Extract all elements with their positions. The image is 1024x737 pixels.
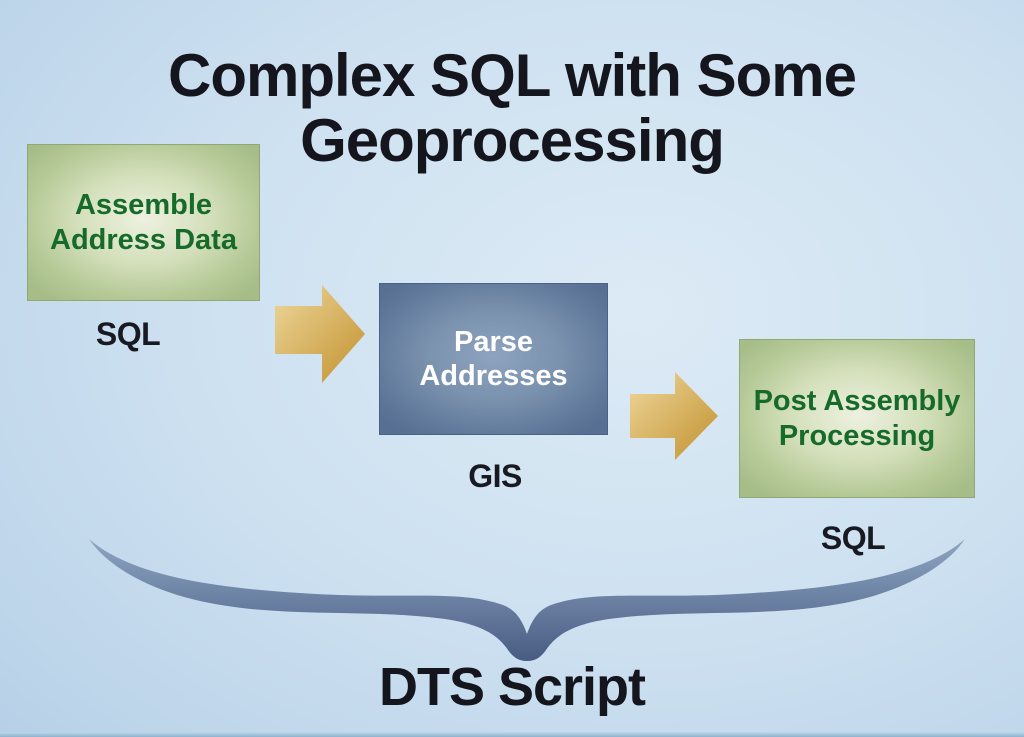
- node-label: Parse Addresses: [419, 325, 567, 393]
- node-label-line1: Assemble: [74, 189, 212, 222]
- brace-label: DTS Script: [378, 657, 646, 717]
- node-label-line2: Addresses: [419, 360, 568, 392]
- flow-node-assemble-address-data: Assemble Address Data: [27, 144, 260, 301]
- underbrace-icon: [89, 539, 965, 661]
- page-title-line1: Complex SQL with Some: [167, 42, 857, 109]
- flow-node-post-assembly-processing: Post Assembly Processing: [739, 339, 975, 498]
- page-title-line2: Geoprocessing: [300, 106, 725, 174]
- bottom-edge-divider: [0, 732, 1024, 737]
- node-label-line1: Parse: [453, 325, 533, 358]
- node-label-line2: Address Data: [50, 223, 237, 256]
- node-label: Post Assembly Processing: [754, 384, 961, 452]
- node-label: Assemble Address Data: [50, 188, 237, 256]
- node-sublabel-sql-2: SQL: [820, 520, 886, 556]
- node-label-line2: Processing: [778, 419, 936, 452]
- flow-arrow-icon-1: [275, 285, 365, 383]
- node-sublabel-sql-1: SQL: [95, 316, 161, 352]
- page-title: Complex SQL with Some Geoprocessing: [0, 42, 1024, 174]
- node-label-line1: Post Assembly: [753, 385, 961, 418]
- flow-node-parse-addresses: Parse Addresses: [379, 283, 608, 435]
- flow-arrow-icon-2: [630, 372, 718, 460]
- node-sublabel-gis: GIS: [468, 458, 522, 494]
